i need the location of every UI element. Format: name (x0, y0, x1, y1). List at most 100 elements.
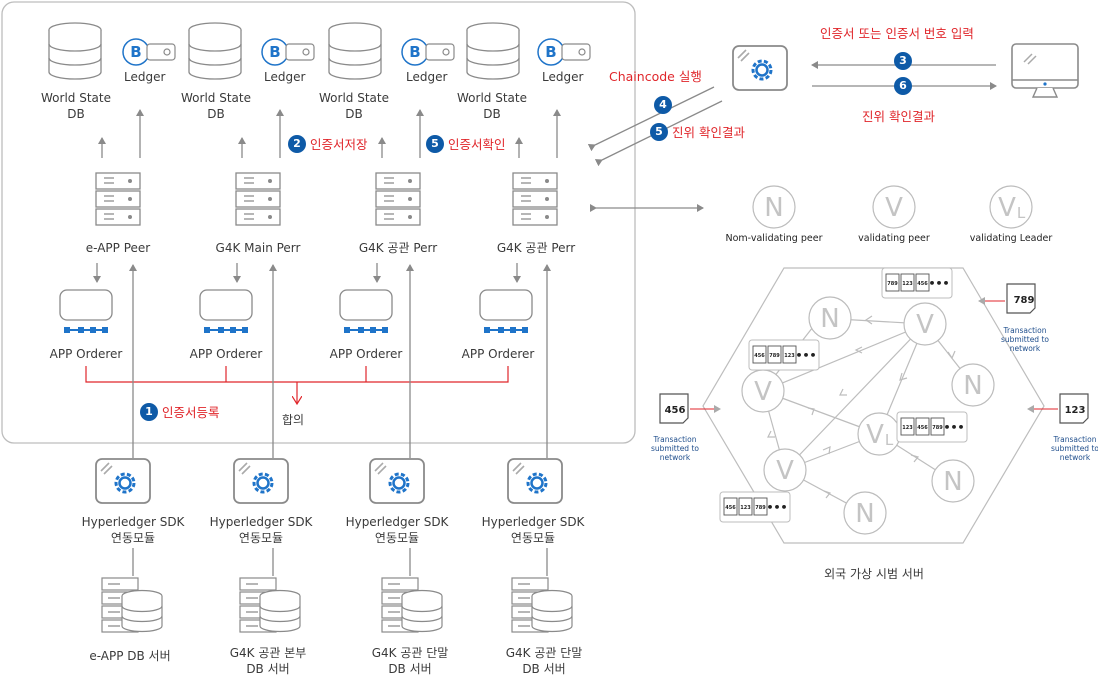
block-token: 789 (887, 281, 898, 287)
peer-name: e-APP Peer (85, 241, 151, 255)
network-legend-icons (752, 185, 1033, 229)
database-icon (188, 22, 242, 80)
block-token: 123 (902, 425, 913, 431)
network-node-n (843, 491, 887, 535)
network-caption: 외국 가상 시범 서버 (824, 567, 924, 581)
step-6-badge: 6 (894, 77, 912, 95)
orderer-label: APP Orderer (49, 347, 123, 361)
block-token: 456 (754, 353, 765, 359)
sdk-icons (94, 457, 564, 505)
transaction-doc-icon: 123 (1027, 393, 1089, 424)
block-token: 123 (902, 281, 913, 287)
peer-network-panel (1, 1, 636, 444)
network-node-vl (857, 412, 901, 456)
block-token: ••• (943, 421, 964, 434)
server-rack-icon (235, 172, 281, 226)
sdk-to-db-lines (132, 548, 548, 576)
db-server-icons (101, 577, 573, 633)
sdk-gear-icon (368, 457, 426, 505)
transaction-number: 123 (1065, 405, 1086, 416)
authenticity-result-label: 진위 확인결과 (862, 109, 935, 124)
non-validating-peer-icon (752, 185, 796, 229)
network-node-n (808, 296, 852, 340)
app-gear-icon (731, 44, 789, 92)
database-icon (328, 22, 382, 80)
db-server-icon (511, 577, 573, 633)
block-doc-icon (738, 497, 753, 516)
block-doc-icon (767, 345, 782, 364)
block-token: 456 (917, 425, 928, 431)
step-3-badge: 3 (894, 52, 912, 70)
orderer-label: APP Orderer (189, 347, 263, 361)
network-node-n (951, 363, 995, 407)
server-rack-icon (95, 172, 141, 226)
block-token: 456 (917, 281, 928, 287)
sdk-gear-icon (94, 457, 152, 505)
block-doc-icon (782, 345, 797, 364)
block-doc-icon (885, 273, 900, 292)
network-node-n (931, 459, 975, 503)
cert-input-label: 인증서 또는 인증서 번호 입력 (820, 26, 974, 41)
peer-name: G4K Main Perr (215, 241, 301, 255)
block-token: 789 (769, 353, 780, 359)
db-server-icon (239, 577, 301, 633)
ledger-label: Ledger (542, 70, 584, 84)
transaction-number: 456 (665, 405, 686, 416)
db-server-icon (101, 577, 163, 633)
block-token: 123 (740, 505, 751, 511)
validating-peer-icon (872, 185, 916, 229)
transaction-caption: Transaction submitted to network (1001, 326, 1049, 353)
network-node-v (903, 302, 947, 346)
peer-to-orderer-arrows (93, 263, 521, 283)
edge-direction-marks (767, 315, 956, 499)
orderer-label: APP Orderer (461, 347, 535, 361)
chaincode-label: Chaincode 실행 (609, 69, 702, 84)
consensus-bracket (85, 366, 509, 404)
peer-to-ledger-arrows (98, 109, 561, 158)
transaction-caption: Transaction submitted to network (651, 435, 699, 462)
peer-name: G4K 공관 Perr (496, 241, 576, 255)
step-4-badge: 4 (654, 96, 672, 114)
transaction-doc-icon: 456 (659, 393, 721, 424)
block-doc-icon (900, 273, 915, 292)
block-token: ••• (795, 349, 816, 362)
peer-name: G4K 공관 Perr (358, 241, 438, 255)
block-doc-icon (900, 417, 915, 436)
monitor-icon (1011, 43, 1079, 98)
transaction-doc-icon: 789 (978, 283, 1036, 314)
server-rack-icon (375, 172, 421, 226)
block-doc-icon (723, 497, 738, 516)
block-token: 456 (725, 505, 736, 511)
network-node-v (741, 369, 785, 413)
transaction-caption: Transaction submitted to network (1051, 435, 1098, 462)
server-rack-icon (512, 172, 558, 226)
database-icon (48, 22, 102, 80)
legend-label: Nom-validating peer (725, 233, 823, 244)
block-doc-icon (915, 273, 930, 292)
database-icon (466, 22, 520, 80)
ledger-label: Ledger (124, 70, 166, 84)
sdk-to-peer-arrows (129, 264, 551, 458)
block-doc-icon (930, 417, 945, 436)
sdk-gear-icon (506, 457, 564, 505)
block-doc-icon (752, 345, 767, 364)
db-server-label: e-APP DB 서버 (89, 649, 171, 663)
network-node-v (763, 448, 807, 492)
ledger-label: Ledger (264, 70, 306, 84)
